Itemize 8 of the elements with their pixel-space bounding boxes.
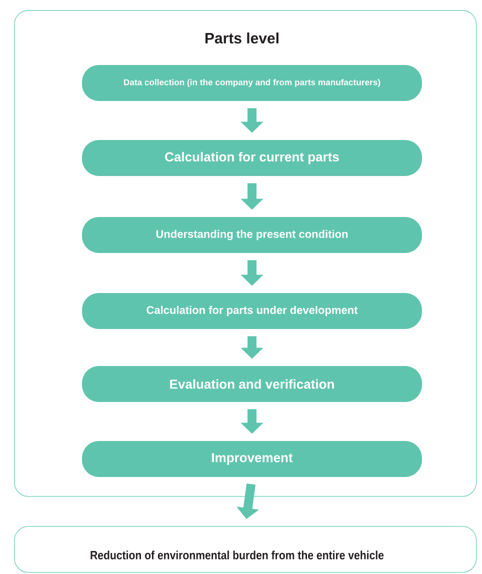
process-pill: Evaluation and verification xyxy=(82,366,422,402)
process-pill: Calculation for parts under development xyxy=(82,293,422,329)
process-pill: Data collection (in the company and from parts manufacturers) xyxy=(82,65,422,101)
process-pill: Improvement xyxy=(82,441,422,477)
result-text: Reduction of environmental burden from the entire vehicle xyxy=(90,550,384,560)
heading: Parts level xyxy=(205,32,278,44)
process-pill: Understanding the present condition xyxy=(82,217,422,253)
process-pill: Calculation for current parts xyxy=(82,140,422,176)
